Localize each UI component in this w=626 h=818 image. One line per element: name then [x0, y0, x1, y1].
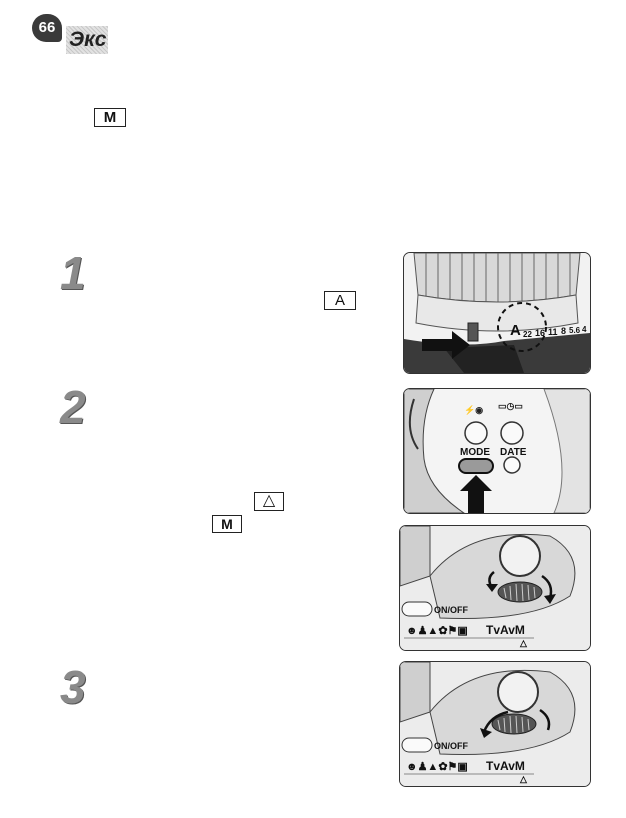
- section-title-fragment: Экс: [69, 28, 107, 51]
- lens-aperture-photo: A 22 16 11 8 5.6 4: [403, 252, 591, 374]
- date-button-label: DATE: [500, 447, 527, 458]
- step-1-number: 1: [60, 247, 86, 299]
- section-title-tab: Экс: [66, 26, 108, 54]
- aperture-scale-5-6: 5.6: [569, 326, 581, 335]
- mode-scale-label-a: TvAvM: [486, 623, 525, 637]
- onoff-label-b: ON/OFF: [434, 741, 468, 751]
- svg-text:☻♟▲✿⚑▣: ☻♟▲✿⚑▣: [406, 761, 468, 773]
- step-2-number: 2: [60, 381, 86, 433]
- up-triangle-label-b: △: [519, 774, 528, 784]
- aperture-scale-16: 16: [535, 328, 545, 338]
- onoff-label-a: ON/OFF: [434, 605, 468, 615]
- aperture-scale-4: 4: [582, 325, 587, 334]
- mode-button-photo: ⚡◉ ▭◷▭ MODE DATE: [403, 388, 591, 514]
- step-2-mode-m-box: M: [212, 515, 242, 533]
- aperture-scale-11: 11: [548, 327, 558, 337]
- up-triangle-label-a: △: [519, 638, 528, 648]
- mode-dial-photo-a: ON/OFF ☻♟▲✿⚑▣ TvAvM △: [399, 525, 591, 651]
- step-2-up-button-box: △: [254, 492, 284, 511]
- mode-dial-photo-b: ON/OFF ☻♟▲✿⚑▣ TvAvM △: [399, 661, 591, 787]
- svg-text:☻♟▲✿⚑▣: ☻♟▲✿⚑▣: [406, 625, 468, 637]
- svg-text:⚡◉: ⚡◉: [464, 404, 483, 416]
- aperture-scale-8: 8: [561, 326, 566, 336]
- svg-text:▭◷▭: ▭◷▭: [498, 401, 523, 411]
- page-number-badge: 66: [32, 14, 62, 42]
- intro-mode-m-box: M: [94, 108, 126, 127]
- aperture-scale-22: 22: [523, 330, 532, 339]
- mode-button-label: MODE: [460, 447, 490, 458]
- mode-scale-label-b: TvAvM: [486, 759, 525, 773]
- step-3-number: 3: [60, 661, 86, 713]
- aperture-a-mark: A: [510, 322, 521, 339]
- step-1-aperture-a-box: A: [324, 291, 356, 310]
